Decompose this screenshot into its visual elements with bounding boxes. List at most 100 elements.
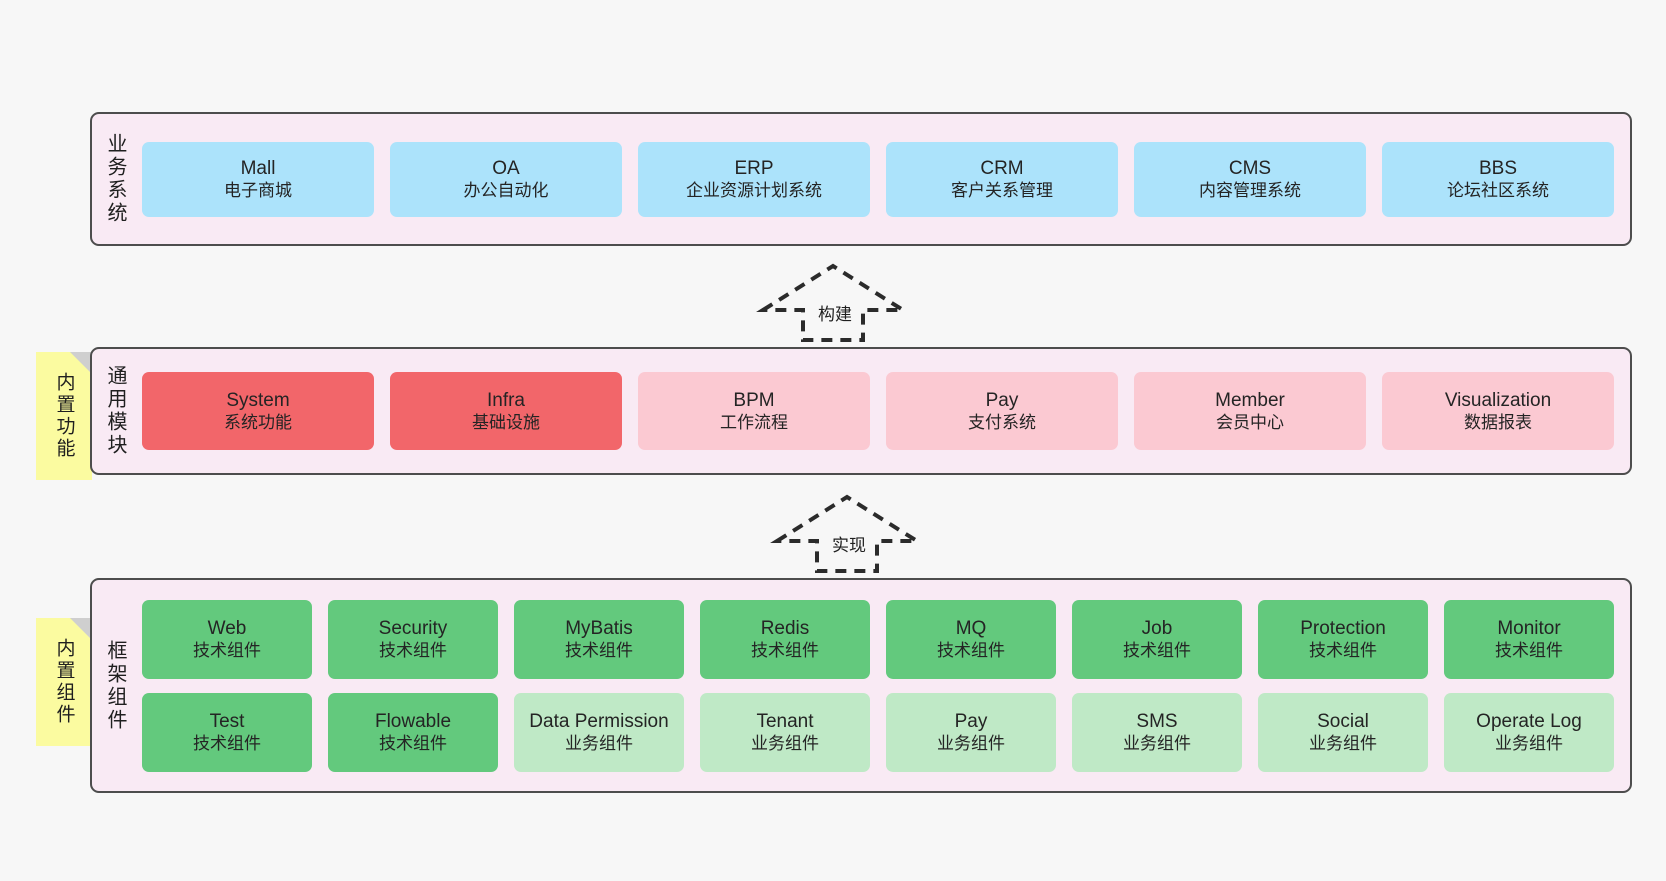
layer-title-business-system: 业务系统 (104, 133, 126, 225)
card-subtitle: 技术组件 (1495, 641, 1563, 661)
connector-build: 构建 (756, 262, 910, 344)
layer-business-system: 业务系统 Mall 电子商城 OA 办公自动化 ERP 企业资源计划系统 CRM… (90, 112, 1632, 246)
layer-title-framework-component: 框架组件 (104, 639, 126, 732)
card-subtitle: 电子商城 (224, 181, 292, 201)
card-crm[interactable]: CRM 客户关系管理 (886, 141, 1118, 217)
card-subtitle: 业务组件 (1309, 734, 1377, 754)
card-title: Job (1141, 617, 1173, 639)
card-member[interactable]: Member 会员中心 (1134, 372, 1366, 450)
note-builtin-function: 内置功能 (36, 352, 92, 480)
card-operate-log[interactable]: Operate Log 业务组件 (1444, 692, 1614, 772)
framework-row-business: Test 技术组件 Flowable 技术组件 Data Permission … (142, 692, 1614, 772)
connector-implement: 实现 (770, 493, 924, 575)
card-title: Redis (760, 617, 810, 639)
card-sms[interactable]: SMS 业务组件 (1072, 692, 1242, 772)
card-title: Infra (486, 389, 526, 411)
card-title: Pay (954, 710, 988, 732)
card-subtitle: 客户关系管理 (951, 181, 1053, 201)
layer-body-common-module: System 系统功能 Infra 基础设施 BPM 工作流程 Pay 支付系统… (138, 349, 1630, 473)
connector-implement-label: 实现 (829, 531, 869, 556)
card-monitor[interactable]: Monitor 技术组件 (1444, 599, 1614, 679)
card-subtitle: 工作流程 (720, 413, 788, 433)
card-title: Protection (1300, 617, 1386, 639)
card-title: BBS (1478, 157, 1518, 179)
card-subtitle: 业务组件 (565, 734, 633, 754)
card-bpm[interactable]: BPM 工作流程 (638, 372, 870, 450)
card-job[interactable]: Job 技术组件 (1072, 599, 1242, 679)
layer-body-business-system: Mall 电子商城 OA 办公自动化 ERP 企业资源计划系统 CRM 客户关系… (138, 114, 1630, 244)
card-mybatis[interactable]: MyBatis 技术组件 (514, 599, 684, 679)
card-title: Mall (240, 157, 276, 179)
card-pay-component[interactable]: Pay 业务组件 (886, 692, 1056, 772)
card-mq[interactable]: MQ 技术组件 (886, 599, 1056, 679)
card-test[interactable]: Test 技术组件 (142, 692, 312, 772)
card-redis[interactable]: Redis 技术组件 (700, 599, 870, 679)
card-infra[interactable]: Infra 基础设施 (390, 372, 622, 450)
layer-common-module: 通用模块 System 系统功能 Infra 基础设施 BPM 工作流程 Pay… (90, 347, 1632, 475)
build-arrow-shape (756, 263, 910, 342)
card-subtitle: 内容管理系统 (1199, 181, 1301, 201)
card-subtitle: 技术组件 (193, 734, 261, 754)
layer-framework-component: 框架组件 Web 技术组件 Security 技术组件 MyBatis 技术组件… (90, 578, 1632, 793)
note-label: 内置功能 (53, 372, 75, 460)
card-tenant[interactable]: Tenant 业务组件 (700, 692, 870, 772)
card-subtitle: 技术组件 (937, 641, 1005, 661)
card-title: Member (1215, 389, 1285, 411)
card-title: Web (207, 617, 247, 639)
note-label: 内置组件 (53, 638, 75, 726)
card-subtitle: 系统功能 (224, 413, 292, 433)
card-subtitle: 技术组件 (751, 641, 819, 661)
card-social[interactable]: Social 业务组件 (1258, 692, 1428, 772)
card-subtitle: 技术组件 (193, 641, 261, 661)
card-title: CMS (1228, 157, 1272, 179)
card-title: MyBatis (565, 617, 633, 639)
card-title: Visualization (1444, 389, 1552, 411)
card-title: Social (1317, 710, 1369, 732)
card-title: Tenant (756, 710, 814, 732)
card-title: Monitor (1497, 617, 1561, 639)
card-subtitle: 业务组件 (1495, 734, 1563, 754)
card-title: CRM (980, 157, 1024, 179)
card-title: ERP (734, 157, 774, 179)
card-flowable[interactable]: Flowable 技术组件 (328, 692, 498, 772)
card-subtitle: 论坛社区系统 (1447, 181, 1549, 201)
card-pay-module[interactable]: Pay 支付系统 (886, 372, 1118, 450)
card-security[interactable]: Security 技术组件 (328, 599, 498, 679)
card-subtitle: 数据报表 (1464, 413, 1532, 433)
card-subtitle: 办公自动化 (463, 181, 549, 201)
connector-build-label: 构建 (815, 300, 855, 325)
card-subtitle: 会员中心 (1216, 413, 1284, 433)
card-subtitle: 业务组件 (1123, 734, 1191, 754)
card-subtitle: 技术组件 (1309, 641, 1377, 661)
layer-title-common-module: 通用模块 (104, 365, 126, 457)
card-visualization[interactable]: Visualization 数据报表 (1382, 372, 1614, 450)
card-data-permission[interactable]: Data Permission 业务组件 (514, 692, 684, 772)
card-subtitle: 业务组件 (937, 734, 1005, 754)
card-mall[interactable]: Mall 电子商城 (142, 141, 374, 217)
card-title: Operate Log (1476, 710, 1582, 732)
card-subtitle: 技术组件 (379, 641, 447, 661)
card-title: OA (492, 157, 520, 179)
layer-body-framework-component: Web 技术组件 Security 技术组件 MyBatis 技术组件 Redi… (138, 580, 1630, 791)
card-title: Pay (985, 389, 1019, 411)
card-erp[interactable]: ERP 企业资源计划系统 (638, 141, 870, 217)
card-title: SMS (1136, 710, 1178, 732)
framework-row-technical: Web 技术组件 Security 技术组件 MyBatis 技术组件 Redi… (142, 599, 1614, 679)
card-oa[interactable]: OA 办公自动化 (390, 141, 622, 217)
card-subtitle: 基础设施 (472, 413, 540, 433)
card-cms[interactable]: CMS 内容管理系统 (1134, 141, 1366, 217)
note-builtin-component: 内置组件 (36, 618, 92, 746)
card-subtitle: 企业资源计划系统 (686, 181, 822, 201)
card-title: Flowable (374, 710, 452, 732)
card-protection[interactable]: Protection 技术组件 (1258, 599, 1428, 679)
card-subtitle: 技术组件 (565, 641, 633, 661)
card-title: System (226, 389, 290, 411)
card-bbs[interactable]: BBS 论坛社区系统 (1382, 141, 1614, 217)
card-web[interactable]: Web 技术组件 (142, 599, 312, 679)
card-title: Security (378, 617, 448, 639)
card-system[interactable]: System 系统功能 (142, 372, 374, 450)
card-subtitle: 支付系统 (968, 413, 1036, 433)
card-title: MQ (955, 617, 987, 639)
card-subtitle: 技术组件 (379, 734, 447, 754)
implement-arrow-shape (770, 494, 924, 573)
